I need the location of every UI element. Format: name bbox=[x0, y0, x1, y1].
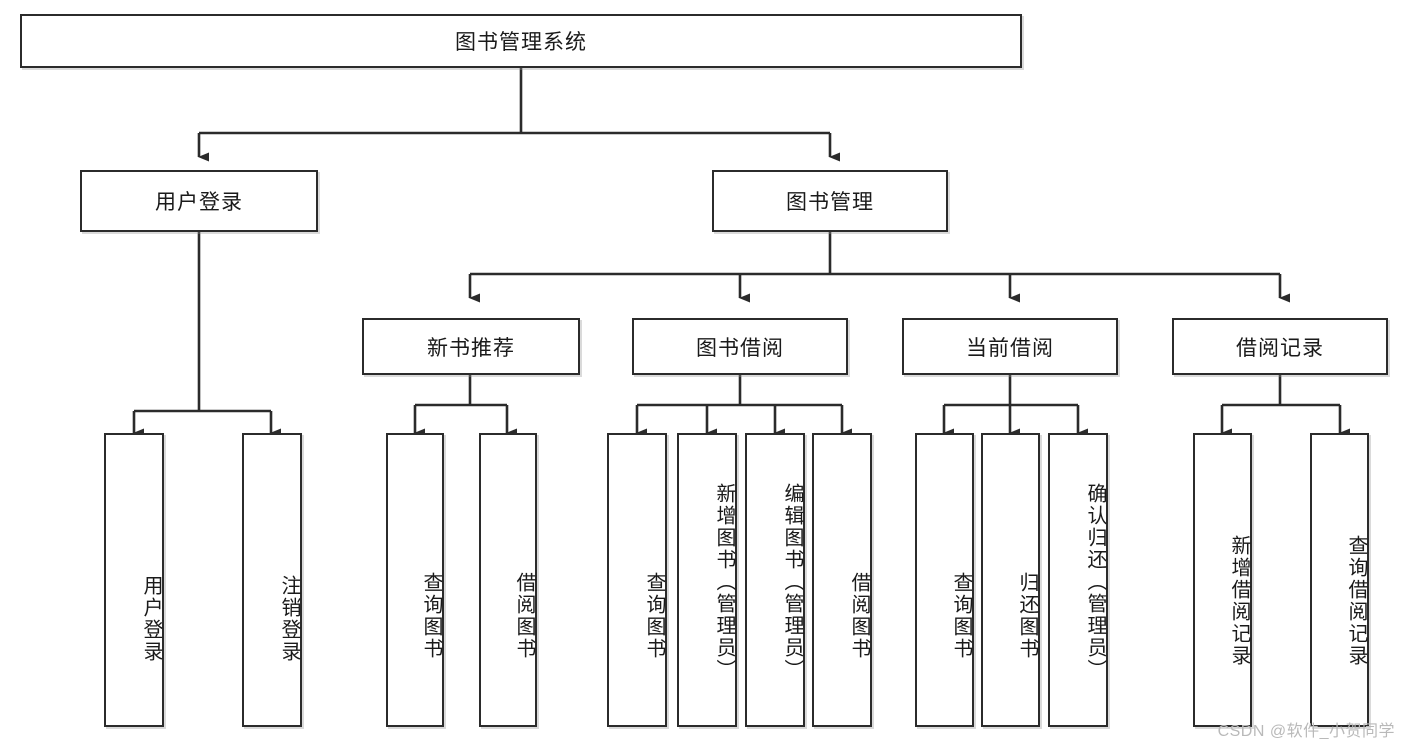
node-book-borrow[interactable]: 图书借阅 bbox=[632, 318, 848, 375]
leaf-current-borrow-return-book[interactable]: 归还图书 bbox=[981, 433, 1040, 727]
node-label: 注销登录 bbox=[278, 575, 300, 663]
leaf-new-book-query-book[interactable]: 查询图书 bbox=[386, 433, 444, 727]
node-new-book-recommend[interactable]: 新书推荐 bbox=[362, 318, 580, 375]
leaf-user-login-signin[interactable]: 用户登录 bbox=[104, 433, 164, 727]
node-book-management[interactable]: 图书管理 bbox=[712, 170, 948, 232]
node-label: 查询图书 bbox=[420, 572, 442, 660]
node-user-login[interactable]: 用户登录 bbox=[80, 170, 318, 232]
edges-book-manage-to-level3 bbox=[468, 232, 1290, 303]
node-current-borrow[interactable]: 当前借阅 bbox=[902, 318, 1118, 375]
edges-new-book-to-leaves bbox=[413, 375, 517, 438]
edges-root-to-level2 bbox=[197, 68, 840, 162]
node-label: 确认归还（管理员） bbox=[1084, 483, 1106, 681]
leaf-new-book-borrow-book[interactable]: 借阅图书 bbox=[479, 433, 537, 727]
node-label: 图书管理 bbox=[786, 191, 874, 214]
node-borrow-records[interactable]: 借阅记录 bbox=[1172, 318, 1388, 375]
node-label: 新书推荐 bbox=[427, 336, 515, 360]
node-label: 归还图书 bbox=[1016, 572, 1038, 660]
leaf-current-borrow-query-book[interactable]: 查询图书 bbox=[915, 433, 974, 727]
node-label: 用户登录 bbox=[155, 191, 243, 214]
node-label: 图书借阅 bbox=[696, 336, 784, 360]
node-label: 编辑图书（管理员） bbox=[781, 483, 803, 681]
node-label: 用户登录 bbox=[140, 575, 162, 663]
node-label: 借阅记录 bbox=[1236, 336, 1324, 360]
leaf-borrow-records-add-record[interactable]: 新增借阅记录 bbox=[1193, 433, 1252, 727]
node-label: 查询图书 bbox=[643, 572, 665, 660]
edges-borrow-records-to-leaves bbox=[1220, 375, 1350, 438]
leaf-book-borrow-query-book[interactable]: 查询图书 bbox=[607, 433, 667, 727]
node-label: 查询借阅记录 bbox=[1345, 535, 1367, 667]
node-label: 借阅图书 bbox=[848, 572, 870, 660]
leaf-user-login-signout[interactable]: 注销登录 bbox=[242, 433, 302, 727]
node-label: 当前借阅 bbox=[966, 336, 1054, 360]
leaf-book-borrow-borrow-book[interactable]: 借阅图书 bbox=[812, 433, 872, 727]
edges-current-borrow-to-leaves bbox=[942, 375, 1088, 438]
node-label: 查询图书 bbox=[950, 572, 972, 660]
leaf-borrow-records-query-record[interactable]: 查询借阅记录 bbox=[1310, 433, 1369, 727]
node-label: 新增图书（管理员） bbox=[713, 483, 735, 681]
node-label: 借阅图书 bbox=[513, 572, 535, 660]
leaf-book-borrow-add-book-admin[interactable]: 新增图书（管理员） bbox=[677, 433, 737, 727]
node-label: 图书管理系统 bbox=[455, 31, 587, 54]
edges-book-borrow-to-leaves bbox=[635, 375, 852, 438]
edges-user-login-to-leaves bbox=[132, 232, 281, 438]
node-label: 新增借阅记录 bbox=[1228, 535, 1250, 667]
leaf-book-borrow-edit-book-admin[interactable]: 编辑图书（管理员） bbox=[745, 433, 805, 727]
leaf-current-borrow-confirm-return-admin[interactable]: 确认归还（管理员） bbox=[1048, 433, 1108, 727]
node-root-library-system[interactable]: 图书管理系统 bbox=[20, 14, 1022, 68]
